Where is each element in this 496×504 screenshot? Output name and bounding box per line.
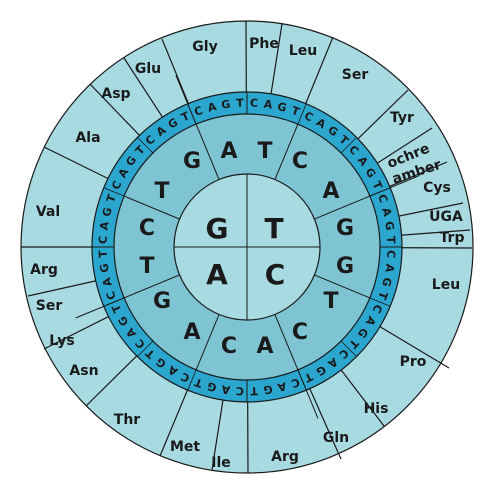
second-base-label: G (183, 149, 201, 174)
third-base-label: G (263, 382, 274, 396)
third-base-label: C (290, 375, 302, 390)
amino-acid-label: Val (36, 204, 60, 220)
center-cross (174, 174, 320, 320)
divider-line (297, 103, 307, 125)
divider-line (297, 369, 319, 419)
third-base-label: C (250, 97, 259, 110)
second-base-label: A (322, 179, 339, 204)
second-base-label: T (139, 254, 154, 279)
amino-acid-label: Glu (135, 61, 161, 77)
third-base-label: T (384, 236, 397, 245)
amino-acid-label: His (364, 401, 389, 417)
amino-acid-label: Ala (75, 130, 100, 146)
amino-acid-label: Ile (211, 455, 231, 471)
amino-acid-label: Trp (440, 230, 465, 246)
amino-acid-label: Thr (114, 412, 141, 428)
third-base-label: A (379, 206, 394, 218)
second-base-label: C (292, 149, 308, 174)
divider-line (340, 340, 357, 357)
third-base-label: A (263, 98, 274, 112)
second-base-label: A (183, 320, 200, 345)
second-base-label: A (256, 334, 273, 359)
amino-acid-label: Lys (49, 333, 74, 349)
divider-line (340, 137, 357, 154)
amino-acid-label: UGA (429, 209, 463, 225)
third-base-label: C (193, 104, 205, 119)
third-base-label: T (104, 192, 119, 204)
third-base-label: C (104, 290, 119, 302)
divider-line (369, 297, 391, 307)
amino-acid-label: Asn (69, 363, 98, 379)
third-base-label: C (97, 236, 110, 245)
third-base-label: A (206, 100, 218, 115)
amino-acid-label: Arg (271, 449, 299, 465)
third-base-label: A (100, 276, 115, 288)
first-base-label: T (264, 212, 283, 245)
second-base-label: G (153, 289, 171, 314)
third-base-label: T (192, 375, 204, 390)
third-base-label: T (236, 96, 245, 109)
third-base-label: T (96, 250, 109, 259)
third-base-label: G (276, 100, 288, 115)
second-base-label: C (221, 334, 237, 359)
second-base-label: C (139, 216, 155, 241)
amino-acid-label: Ser (36, 298, 63, 314)
third-base-label: C (375, 193, 390, 205)
second-base-label: A (220, 139, 237, 164)
amino-acid-label: Leu (432, 277, 460, 293)
second-base-labels: C T G A T C A G G T C A C A G T (139, 139, 354, 359)
divider-line (137, 137, 154, 154)
first-base-label: G (206, 212, 229, 245)
second-base-label: G (336, 254, 354, 279)
third-base-label: G (382, 220, 396, 231)
divider-line (75, 297, 125, 319)
third-base-label: C (384, 250, 397, 259)
third-base-label: G (379, 276, 394, 288)
divider-line (369, 175, 419, 197)
third-base-label: T (250, 384, 259, 397)
third-base-label: A (382, 263, 396, 274)
second-base-label: T (154, 179, 169, 204)
amino-acid-label: Phe (249, 36, 279, 52)
divider-line (187, 369, 197, 391)
second-base-label: T (257, 139, 272, 164)
amino-acid-labels: Ala Asp Glu Gly Val Phe Leu Ser Tyr ochr… (30, 36, 464, 471)
amino-acid-label: Gln (323, 430, 349, 446)
second-base-label: C (292, 320, 308, 345)
amino-acid-label: Arg (30, 262, 58, 278)
amino-acid-label: Asp (101, 86, 130, 102)
amino-acid-label: Leu (289, 43, 317, 59)
third-base-label: A (98, 220, 112, 231)
third-base-label: A (276, 379, 288, 394)
divider-line (175, 75, 197, 125)
third-base-label: G (100, 206, 115, 218)
third-base-label: G (206, 379, 218, 394)
amino-acid-label: Cys (423, 180, 451, 196)
third-base-label: T (375, 290, 390, 302)
divider-line (137, 340, 154, 357)
divider-line (103, 187, 125, 197)
third-base-label: T (290, 104, 302, 119)
third-base-label: A (220, 382, 231, 396)
third-base-label: G (98, 263, 112, 274)
amino-acid-label: Gly (192, 39, 217, 55)
first-base-label: C (265, 258, 286, 291)
second-base-label: T (323, 289, 338, 314)
first-base-label: A (206, 258, 228, 291)
amino-acid-label: Tyr (390, 110, 414, 126)
amino-acid-label: Ser (342, 67, 369, 83)
third-base-label: G (220, 98, 231, 112)
amino-acid-label: Pro (400, 354, 427, 370)
first-base-labels: G T C A (206, 212, 286, 291)
second-base-label: G (336, 216, 354, 241)
third-base-label: C (236, 384, 245, 397)
amino-acid-label: Met (170, 439, 200, 455)
